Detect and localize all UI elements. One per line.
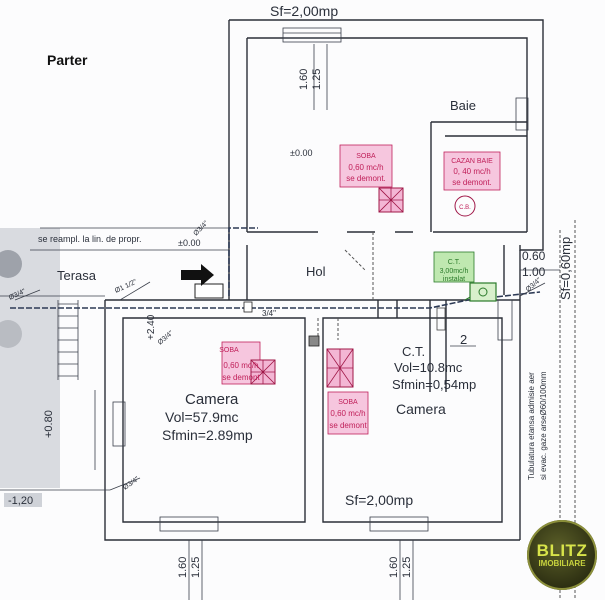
room-baie: Baie: [450, 98, 476, 113]
level-zero-hall: ±0.00: [178, 238, 200, 248]
arrow-icon: [181, 264, 214, 286]
window-ct: [497, 299, 513, 341]
soba-left-status: se demont: [222, 373, 260, 382]
dim-125-bottom-right: 1.25: [401, 557, 413, 578]
note-tubulatura-2: si evac. gaze arseØ60/100mm: [539, 371, 548, 480]
cazan-baie-flow: 0, 40 mc/h: [453, 167, 490, 176]
cazan-baie-name: CAZAN BAIE: [451, 158, 493, 165]
window-bottom-right: [369, 516, 429, 532]
dim-plus080: +0.80: [43, 410, 55, 438]
pipe-label-4: Ø3/4": [157, 329, 175, 346]
cazan-baie-status: se demont.: [452, 178, 492, 187]
soba-top-flow: 0,60 mc/h: [348, 163, 383, 172]
outer-wall-top: [228, 19, 544, 251]
soba-left-flow: 0,60 mc/h: [223, 361, 258, 370]
note-tubulatura-1: Tubulatura etansa admisie aer: [527, 372, 536, 480]
ct-boiler-label-bg: [433, 251, 475, 283]
ct-boiler-name: C.T.: [448, 259, 461, 266]
window-bath: [515, 97, 529, 131]
dim-060: 0.60: [522, 249, 546, 263]
cazan-label-bg: [443, 151, 501, 191]
soba-mid-name: SOBA: [338, 399, 358, 406]
ct-room-number: 2: [460, 332, 467, 347]
terrace-outline: [0, 227, 229, 297]
sf-top-label: Sf=2,00mp: [270, 3, 338, 19]
window-top: [282, 27, 342, 43]
camera-left-sfmin: Sfmin=2.89mp: [162, 427, 253, 443]
gas-riser: [228, 227, 258, 296]
window-bottom-left: [159, 516, 219, 532]
dim-minus120: -1,20: [8, 495, 33, 507]
soba-top-status: se demont.: [346, 174, 386, 183]
cazan-baie-symbol: [454, 195, 476, 217]
binder-hole: [0, 320, 22, 348]
ct-room-name: C.T.: [402, 344, 425, 359]
camera-right-walls: [322, 317, 503, 523]
hall-left-wall: [228, 245, 248, 300]
dim-125-top: 1.25: [311, 69, 323, 90]
valve-symbol: [243, 301, 253, 313]
ct-boiler-symbol: [469, 282, 497, 302]
dim-160-bottom: 1.60: [177, 557, 189, 578]
room-terasa: Terasa: [57, 268, 97, 283]
ct-boiler-status: instalat: [443, 276, 465, 283]
dim-160-top: 1.60: [298, 69, 310, 90]
binder-hole: [0, 250, 22, 278]
note-reamplasare: se reampl. la lin. de propr.: [38, 234, 142, 244]
ct-room-sfmin: Sfmin=0,54mp: [392, 377, 476, 392]
soba-mid-label-bg: [327, 391, 369, 435]
logo-line-1: BLITZ: [536, 541, 588, 560]
blitz-logo: BLITZ IMOBILIARE: [527, 520, 597, 590]
level-zero-top: ±0.00: [290, 148, 312, 158]
stairs: [57, 300, 79, 380]
dim-125-bottom: 1.25: [190, 557, 202, 578]
camera-right-name: Camera: [396, 401, 446, 417]
sf-bottom-label: Sf=2,00mp: [345, 492, 413, 508]
ct-boiler-flow: 3,00mc/h: [440, 268, 469, 275]
gas-meter-box: [194, 283, 224, 299]
cb-label: C.B.: [459, 205, 471, 211]
sf-right-label: Sf=0,60mp: [558, 237, 573, 300]
camera-left-walls: [122, 317, 306, 523]
dim-100: 1.00: [522, 265, 546, 279]
soba-top-label-bg: [339, 144, 393, 188]
hall-right-wall: [503, 245, 521, 295]
window-left: [112, 401, 126, 447]
camera-left-vol: Vol=57.9mc: [165, 409, 239, 425]
pipe-label-5: 3/4": [262, 309, 276, 318]
soba-top-name: SOBA: [356, 153, 376, 160]
ct-partition: [429, 300, 447, 392]
soba-mid-status: se demont: [329, 421, 367, 430]
pipe-label-2: Ø1 1/2": [114, 278, 139, 294]
pipe-label-6: Ø3/4": [122, 475, 141, 491]
logo-line-2: IMOBILIARE: [538, 559, 586, 568]
valve-symbol: [308, 335, 320, 347]
soba-left-name: SOBA: [219, 347, 239, 354]
room-hol: Hol: [306, 264, 326, 279]
pipe-label-3: Ø3/4": [192, 220, 210, 238]
soba-mid-flow: 0,60 mc/h: [330, 409, 365, 418]
camera-left-name: Camera: [185, 391, 239, 408]
page-title: Parter: [47, 52, 88, 68]
outer-wall-bottom: [104, 292, 521, 541]
dim-plus240: +2.40: [146, 314, 157, 340]
ct-hatch: [436, 307, 446, 331]
bath-wall: [430, 121, 527, 232]
dim-160-bottom-right: 1.60: [388, 557, 400, 578]
ct-room-vol: Vol=10.8mc: [394, 360, 463, 375]
